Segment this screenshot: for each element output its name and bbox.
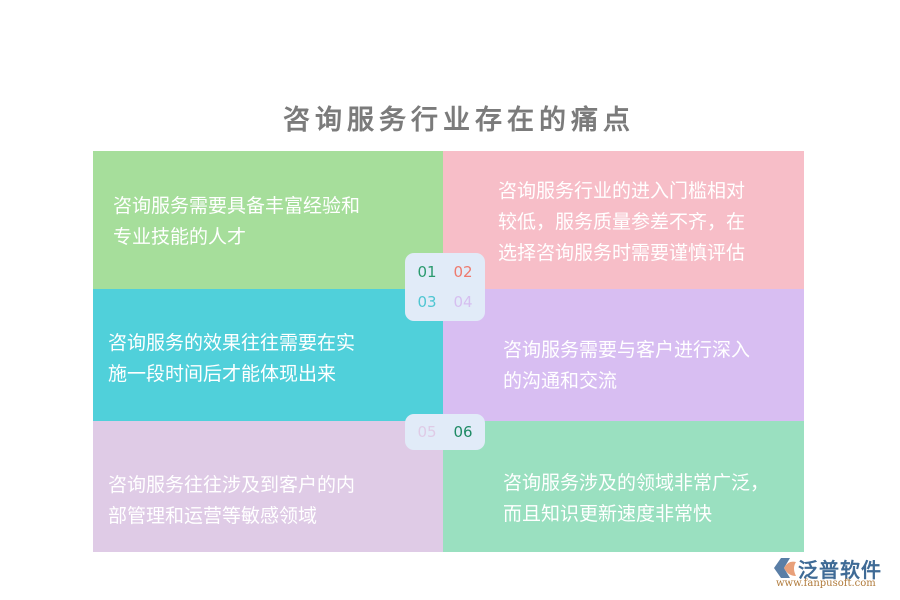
- pain-point-card-3: 咨询服务的效果往往需要在实 施一段时间后才能体现出来: [93, 289, 443, 421]
- card-2-line-1: 咨询服务行业的进入门槛相对: [498, 180, 746, 202]
- fanpu-logo-icon: [774, 558, 796, 578]
- badge-num-01: 01: [417, 263, 437, 281]
- badge-num-05: 05: [417, 423, 437, 441]
- pain-point-card-2: 咨询服务行业的进入门槛相对 较低，服务质量参差不齐，在 选择咨询服务时需要谨慎评…: [443, 151, 804, 289]
- badge-num-02: 02: [453, 263, 473, 281]
- card-3-line-1: 咨询服务的效果往往需要在实: [108, 332, 356, 354]
- card-2-line-2: 较低，服务质量参差不齐，在: [498, 211, 746, 233]
- logo-url: www.fanpusoft.com: [776, 578, 876, 589]
- badge-num-06: 06: [453, 423, 473, 441]
- number-badge-top: 01 02 03 04: [405, 253, 485, 321]
- pain-point-card-1: 咨询服务需要具备丰富经验和 专业技能的人才: [93, 151, 443, 289]
- card-6-line-1: 咨询服务涉及的领域非常广泛，: [503, 472, 770, 494]
- card-5-line-1: 咨询服务往往涉及到客户的内: [108, 474, 356, 496]
- card-5-line-2: 部管理和运营等敏感领域: [108, 505, 318, 527]
- card-6-line-2: 而且知识更新速度非常快: [503, 503, 713, 525]
- card-3-line-2: 施一段时间后才能体现出来: [108, 363, 337, 385]
- card-4-line-2: 的沟通和交流: [503, 370, 618, 392]
- pain-point-card-5: 咨询服务往往涉及到客户的内 部管理和运营等敏感领域: [93, 421, 443, 552]
- card-4-line-1: 咨询服务需要与客户进行深入: [503, 339, 751, 361]
- number-badge-bottom: 05 06: [405, 414, 485, 450]
- logo-brand-name: 泛普软件: [798, 558, 882, 582]
- card-1-line-1: 咨询服务需要具备丰富经验和: [113, 195, 361, 217]
- pain-point-card-6: 咨询服务涉及的领域非常广泛， 而且知识更新速度非常快: [443, 421, 804, 552]
- card-1-line-2: 专业技能的人才: [113, 226, 247, 248]
- fanpusoft-logo: 泛普软件 www.fanpusoft.com: [770, 556, 895, 596]
- badge-num-03: 03: [417, 293, 437, 311]
- diagram-title: 咨询服务行业存在的痛点: [283, 105, 635, 136]
- card-2-line-3: 选择咨询服务时需要谨慎评估: [498, 242, 746, 264]
- badge-num-04: 04: [453, 293, 473, 311]
- pain-point-card-4: 咨询服务需要与客户进行深入 的沟通和交流: [443, 289, 804, 421]
